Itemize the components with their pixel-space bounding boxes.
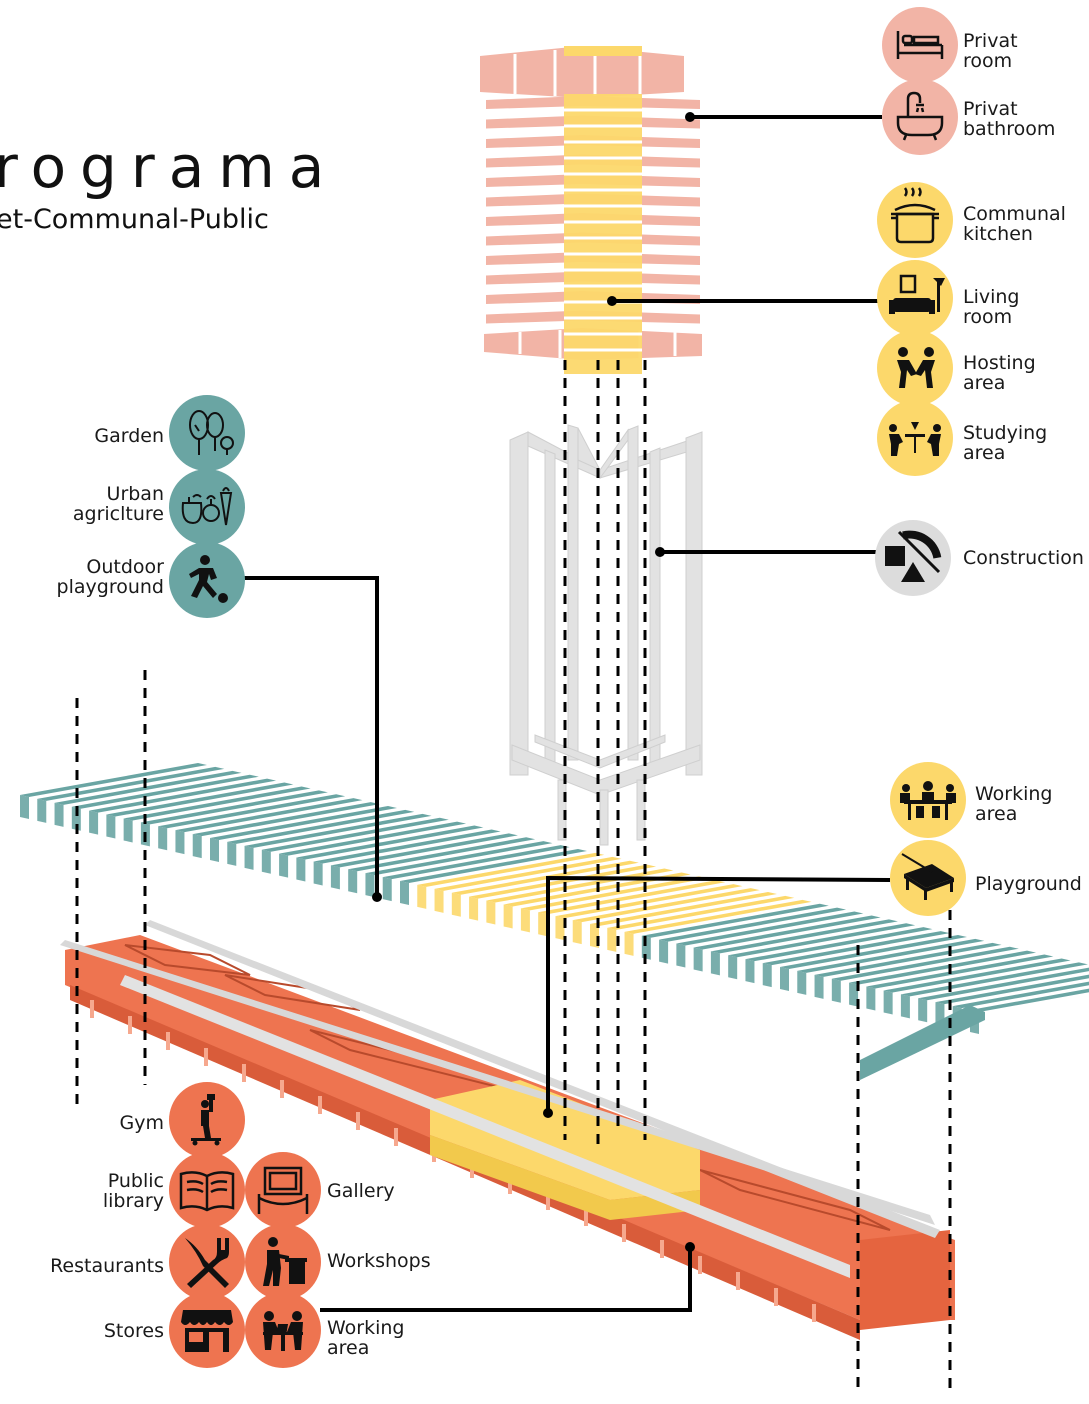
label-working-area-public: Working area [327,1317,405,1359]
study-table-icon [877,400,953,476]
label-communal-kitchen: Communal kitchen [963,203,1066,245]
construction-frame [509,424,703,846]
storefront-icon [169,1292,245,1368]
label-garden: Garden [94,425,164,447]
label-restaurants: Restaurants [50,1255,164,1277]
fork-knife-icon [169,1224,245,1300]
upper-slab-outdoor-communal [20,763,1089,1080]
label-urban-agriculture: Urban agriclture [72,483,164,525]
sofa-icon [877,260,953,336]
diagram-title: rograma [0,133,339,201]
bed-icon [882,7,958,83]
label-gym: Gym [119,1112,164,1134]
label-public-library: Public library [102,1170,164,1212]
label-workshops: Workshops [327,1250,431,1272]
label-gallery: Gallery [327,1180,395,1202]
open-book-icon [169,1152,245,1228]
craftsman-icon [245,1224,321,1300]
football-player-icon [169,542,245,618]
label-construction: Construction [963,547,1084,569]
tower-core-communal [564,46,642,374]
weightlifter-icon [169,1082,245,1158]
framed-picture-icon [245,1152,321,1228]
label-hosting-area: Hosting area [963,352,1036,394]
pool-table-icon [890,840,966,916]
label-stores: Stores [103,1320,164,1342]
coworking-icon [245,1292,321,1368]
label-outdoor-playground: Outdoor playground [56,556,164,598]
dashed-guides [75,360,952,1395]
connector-dots [372,112,695,1252]
label-playground: Playground [975,873,1082,895]
cooking-pot-icon [877,182,953,258]
diagram-subtitle: et-Communal-Public [0,204,269,235]
lower-volume-public [60,920,955,1340]
bathtub-icon [882,79,958,155]
people-sitting-icon [877,330,953,406]
label-privat-room: Privat room [963,30,1018,72]
meeting-table-icon [890,762,966,838]
label-privat-bathroom: Privat bathroom [963,98,1056,140]
label-living-room: Living room [963,286,1020,328]
connector-lines [240,115,891,1312]
trees-icon [169,395,245,471]
label-working-area-communal: Working area [975,783,1053,825]
label-studying-area: Studying area [963,422,1048,464]
geometry-tools-icon [875,520,951,596]
vegetables-icon [169,469,245,545]
